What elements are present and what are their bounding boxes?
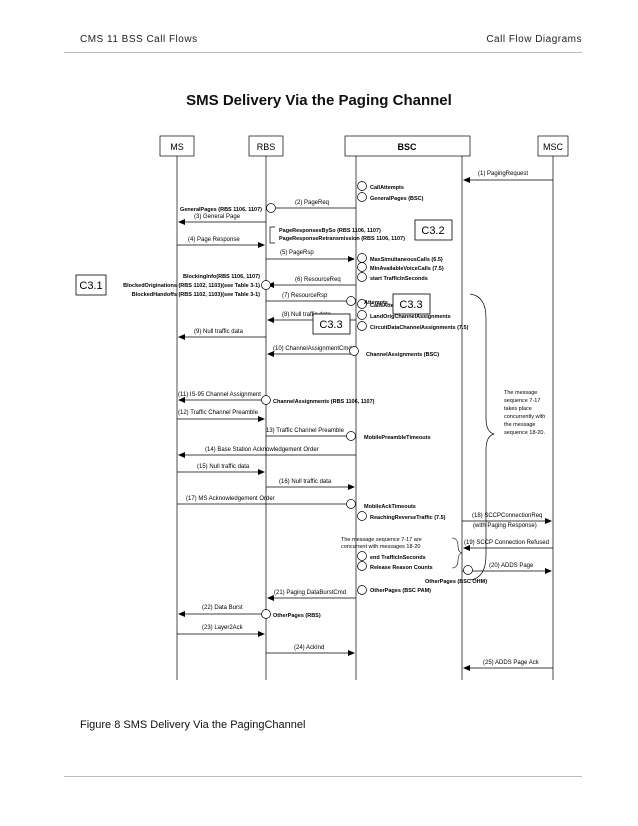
header-right: Call Flow Diagrams	[486, 34, 582, 45]
counter-page-retrans: PageResponseRetransmission (RBS 1106, 11…	[279, 236, 405, 242]
msg-6-label: (6) ResourceReq	[295, 277, 341, 283]
svg-text:C3.3: C3.3	[319, 319, 342, 331]
msg-1-label: (1) PagingRequest	[478, 171, 528, 177]
diagram-title: SMS Delivery Via the Paging Channel	[186, 92, 452, 109]
footer-rule	[64, 776, 582, 777]
svg-text:C3.2: C3.2	[421, 225, 444, 237]
counter-land-orig: LandOrigChannelAssignments	[370, 314, 451, 320]
counter-other-pages-pam: OtherPages (BSC PAM)	[370, 588, 431, 594]
msg-15-label: (15) Null traffic data	[197, 464, 250, 470]
msg-25-label: (25) ADDS Page Ack	[483, 660, 540, 666]
msg-16-label: (16) Null traffic data	[279, 479, 332, 485]
counter-blocking-info: BlockingInfo(RBS 1106, 1107)	[183, 274, 260, 280]
figure-caption: Figure 8 SMS Delivery Via the PagingChan…	[80, 719, 306, 731]
counter-chan-assign-rbs: ChannelAssignments (RBS 1106, 1107)	[273, 399, 375, 405]
lifelines	[176, 156, 554, 680]
svg-text:C3.3: C3.3	[399, 299, 422, 311]
counter-max-sim-calls: MaxSimultaneousCalls (6.5)	[370, 257, 443, 263]
msg-24-label: (24) AckInd	[294, 645, 324, 651]
svg-text:BSC: BSC	[397, 142, 417, 152]
counter-call-attempts: CallAttempts	[370, 185, 404, 191]
header-rule	[64, 52, 582, 53]
entity-msc: MSC	[537, 135, 569, 157]
entity-ms: MS	[159, 135, 195, 157]
counter-other-pages-rbs: OtherPages (RBS)	[273, 613, 321, 619]
entity-rbs: RBS	[248, 135, 284, 157]
svg-text:MSC: MSC	[543, 142, 564, 152]
msg-13-label: 13) Traffic Channel Preamble	[266, 428, 345, 434]
concurrent-note-line1: The message sequence 7-17 are	[341, 537, 422, 543]
bsc-counter-markers	[346, 181, 473, 595]
msg-4-label: (4) Page Response	[188, 237, 240, 243]
page-response-bracket	[269, 226, 275, 244]
msg-10-label: (10) ChannelAssignmentCmd	[273, 346, 352, 352]
rbs-counter-markers	[261, 203, 276, 619]
counter-blocked-orig: BlockedOriginations (RBS 1102, 1103)(see…	[123, 283, 260, 289]
msg-23-label: (23) Layer2Ack	[202, 625, 244, 631]
counter-general-pages-rbs: GeneralPages (RBS 1106, 1107)	[180, 207, 262, 213]
sequence-note: The message sequence 7-17 takes place co…	[504, 390, 545, 436]
msg-18-label: (18) SCCPConnectionReq	[472, 513, 542, 519]
msg-17-label: (17) MS Acknowledgement Order	[186, 496, 275, 502]
svg-text:RBS: RBS	[257, 142, 276, 152]
counter-circuit-data: CircuitDataChannelAssignments (7.5)	[370, 325, 469, 331]
header-left: CMS 11 BSS Call Flows	[80, 34, 198, 45]
msg-5-label: (5) PageRsp	[280, 250, 314, 256]
msg-2-label: (2) PageReq	[295, 200, 329, 206]
svg-text:sequence 7-17: sequence 7-17	[504, 398, 540, 404]
counter-reaching-rev: ReachingReverseTraffic (7.5)	[370, 515, 446, 521]
svg-text:C3.1: C3.1	[79, 280, 102, 292]
msg-19-label: (19) SCCP Connection Refused	[464, 540, 549, 546]
msg-22-label: (22) Data Burst	[202, 605, 243, 611]
msg-9-label: (9) Null traffic data	[194, 329, 244, 335]
counter-page-responses: PageResponsesBySo (RBS 1106, 1107)	[279, 228, 381, 234]
svg-text:concurrently with: concurrently with	[504, 414, 545, 420]
counter-mobile-preamble: MobilePreambleTimeouts	[364, 435, 431, 441]
concurrent-note-line2: concurrent with messages 18-20	[341, 544, 420, 550]
callout-c33-b: C3.3	[312, 313, 351, 335]
msg-7-label: (7) ResourceRsp	[282, 293, 328, 299]
counter-min-avail-voice: MinAvailableVoiceCalls (7.5)	[370, 266, 444, 272]
msg-8-label: (8) Null traffic data	[282, 312, 332, 318]
callout-c32: C3.2	[414, 219, 453, 241]
msg-11-label: (11) IS-95 Channel Assignment	[178, 392, 261, 398]
svg-text:MS: MS	[170, 142, 184, 152]
svg-text:The message: The message	[504, 390, 537, 396]
callout-c33-a: C3.3	[392, 293, 431, 315]
msg-12-label: (12) Traffic Channel Preamble	[178, 410, 259, 416]
concurrency-brace	[469, 293, 495, 581]
counter-release-reason: Release Reason Counts	[370, 565, 433, 571]
counter-other-pages-ohm: OtherPages (BSC OHM)	[425, 579, 487, 585]
msg-14-label: (14) Base Station Acknowledgement Order	[205, 447, 319, 453]
entity-bsc: BSC	[344, 135, 471, 157]
counter-mobile-ack: MobileAckTimeouts	[364, 504, 416, 510]
counter-attempts: Attempts	[364, 300, 388, 306]
svg-text:the message: the message	[504, 422, 536, 428]
callout-c31: C3.1	[75, 274, 107, 296]
counter-calls-attempted: CallsAttempted	[370, 303, 410, 309]
msg-21-label: (21) Paging DataBurstCmd	[274, 590, 346, 596]
counter-general-pages-bsc: GeneralPages (BSC)	[370, 196, 424, 202]
counter-start-traffic: start TrafficInSeconds	[370, 276, 428, 282]
msg-3-label: (3) General Page	[194, 214, 241, 220]
svg-text:sequence 18-20.: sequence 18-20.	[504, 430, 545, 436]
counter-chan-assign-bsc: ChannelAssignments (BSC)	[366, 352, 439, 358]
counter-blocked-handoffs: BlockedHandoffs (RBS 1102, 1103)(see Tab…	[132, 292, 260, 298]
concurrent-note-brace	[451, 537, 463, 569]
msg-18-sublabel: (with Paging Response)	[473, 523, 537, 529]
svg-text:takes place: takes place	[504, 406, 532, 412]
counter-end-traffic: end TrafficInSeconds	[370, 555, 426, 561]
msg-20-label: (20) ADDS Page	[489, 563, 534, 569]
